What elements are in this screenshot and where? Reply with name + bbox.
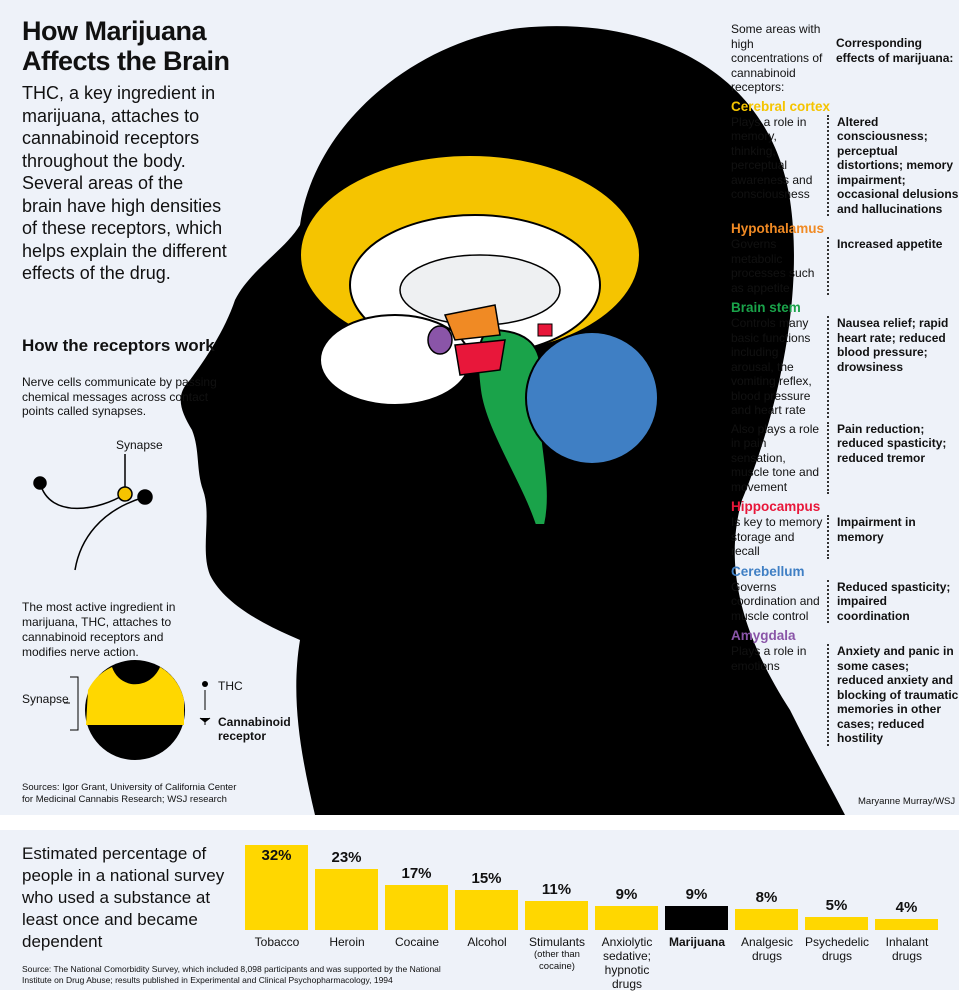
bar-category-label: Analgesic drugs: [733, 935, 801, 963]
region-description: Controls many basic functions including …: [731, 316, 812, 417]
dependence-chart-panel: Estimated percentage of people in a nati…: [0, 830, 959, 991]
bar-value-label: 15%: [471, 870, 502, 888]
intro-text: THC, a key ingredient in marijuana, atta…: [22, 83, 227, 283]
bar-value-label: 8%: [755, 888, 778, 906]
bar-category-label: Stimulants(other than cocaine): [523, 935, 591, 973]
bar-value-label: 4%: [895, 899, 918, 917]
bar-category-label: Tobacco: [243, 935, 311, 949]
region-row: Plays a role in memory, thinking, percep…: [731, 114, 959, 216]
legend-left-header: Some areas with high concentrations of c…: [731, 22, 823, 94]
category-name: Anxiolytic sedative; hypnotic drugs: [601, 935, 653, 991]
receptors-title: How the receptors work: [22, 336, 215, 355]
category-name: Psychedelic drugs: [804, 935, 870, 963]
bar: [245, 845, 308, 930]
bar-value-label: 9%: [615, 886, 638, 904]
region-name: Brain stem: [731, 300, 801, 315]
category-name: Tobacco: [254, 935, 300, 949]
brain-region-legend: Some areas with high concentrations of c…: [731, 22, 959, 750]
synapse-label: Synapse: [116, 438, 163, 452]
region-name: Amygdala: [731, 628, 796, 643]
synapse-marker: [117, 486, 133, 502]
region-description: Plays a role in memory, thinking, percep…: [731, 114, 813, 202]
legend-right-header: Corresponding effects of marijuana:: [836, 36, 954, 65]
region-row: Plays a role in emotions Anxiety and pani…: [731, 644, 959, 746]
category-name: Heroin: [329, 935, 365, 949]
bar-category-label: Alcohol: [453, 935, 521, 949]
region-row: Governs metabolic processes such as appe…: [731, 237, 959, 295]
chart-title: Estimated percentage of people in a nati…: [22, 844, 225, 951]
category-name: Analgesic drugs: [740, 935, 794, 963]
region-description: Plays a role in emotions: [731, 644, 807, 673]
region-row: Controls many basic functions including …: [731, 316, 959, 418]
bar: [875, 919, 938, 930]
bar-category-label: Inhalant drugs: [873, 935, 941, 963]
region-effect: Reduced spasticity; impaired coordinatio…: [827, 579, 959, 623]
bar-value-label: 23%: [331, 848, 362, 866]
bar: [805, 916, 868, 930]
head-silhouette-illustration: [33, 26, 845, 815]
neuron-diagram: [33, 454, 153, 571]
cerebellum: [525, 331, 659, 465]
synapse-closeup: [64, 660, 211, 760]
region-effect: Pain reduction; reduced spasticity; redu…: [827, 421, 959, 494]
hippocampus: [454, 339, 506, 376]
category-name: Stimulants: [528, 935, 586, 949]
bar: [665, 906, 728, 930]
region-effect: Anxiety and panic in some cases; reduced…: [827, 644, 959, 746]
bar: [385, 884, 448, 930]
bar: [315, 868, 378, 930]
region-effect: Nausea relief; rapid heart rate; reduced…: [827, 316, 959, 418]
region-row: Also plays a role in pain sensation, mus…: [731, 421, 959, 494]
bar-category-label: Anxiolytic sedative; hypnotic drugs: [593, 935, 661, 991]
region-effect: Increased appetite: [827, 237, 959, 295]
bar-category-label: Heroin: [313, 935, 381, 949]
receptor-legend: Cannabinoid receptor: [218, 715, 291, 743]
region-effect: Altered consciousness; perceptual distor…: [827, 114, 959, 216]
sources: Sources: Igor Grant, University of Calif…: [22, 782, 237, 805]
bar-value-label: 9%: [685, 886, 708, 904]
page-title: How Marijuana Affects the Brain: [22, 16, 230, 76]
region-name: Cerebral cortex: [731, 98, 831, 114]
category-name: Marijuana: [668, 935, 725, 949]
region-name: Hypothalamus: [731, 221, 825, 236]
bar-value-label: 11%: [541, 880, 572, 898]
bar: [735, 908, 798, 930]
bar: [595, 906, 658, 930]
bar-category-label: Cocaine: [383, 935, 451, 949]
bar-value-label: 17%: [401, 864, 432, 882]
region-description: Governs metabolic processes such as appe…: [731, 237, 815, 295]
brain-illustration: [299, 154, 659, 526]
hypothalamus: [443, 304, 501, 341]
category-subnote: (other than cocaine): [534, 949, 580, 972]
chart-source: Source: The National Comorbidity Survey,…: [22, 964, 441, 985]
bar-category-label: Psychedelic drugs: [803, 935, 871, 963]
region-name: Cerebellum: [731, 563, 805, 579]
category-name: Inhalant drugs: [885, 935, 929, 963]
region-description: Is key to memory storage and recall: [731, 515, 823, 558]
region-effect: Impairment in memory: [827, 515, 959, 559]
credit: Maryanne Murray/WSJ: [858, 796, 956, 807]
bar-value-label: 5%: [825, 896, 848, 914]
receptors-text: Nerve cells communicate by passing chemi…: [22, 375, 217, 418]
region-description: Also plays a role in pain sensation, mus…: [731, 421, 820, 494]
region-description: Governs coordination and muscle control: [731, 579, 820, 623]
amygdala: [427, 325, 453, 355]
infographic-panel: How Marijuana Affects the Brain THC, a k…: [0, 0, 959, 815]
region-name: Hippocampus: [731, 499, 821, 514]
bar: [525, 900, 588, 930]
bar: [455, 890, 518, 930]
thc-text: The most active ingredient in marijuana,…: [22, 600, 176, 659]
category-name: Cocaine: [394, 935, 440, 949]
bar-category-label: Marijuana: [663, 935, 731, 949]
thc-legend: THC: [218, 679, 243, 693]
category-name: Alcohol: [467, 935, 507, 949]
synapse-label-2: Synapse: [22, 692, 69, 706]
bar-value-label: 32%: [261, 847, 292, 864]
